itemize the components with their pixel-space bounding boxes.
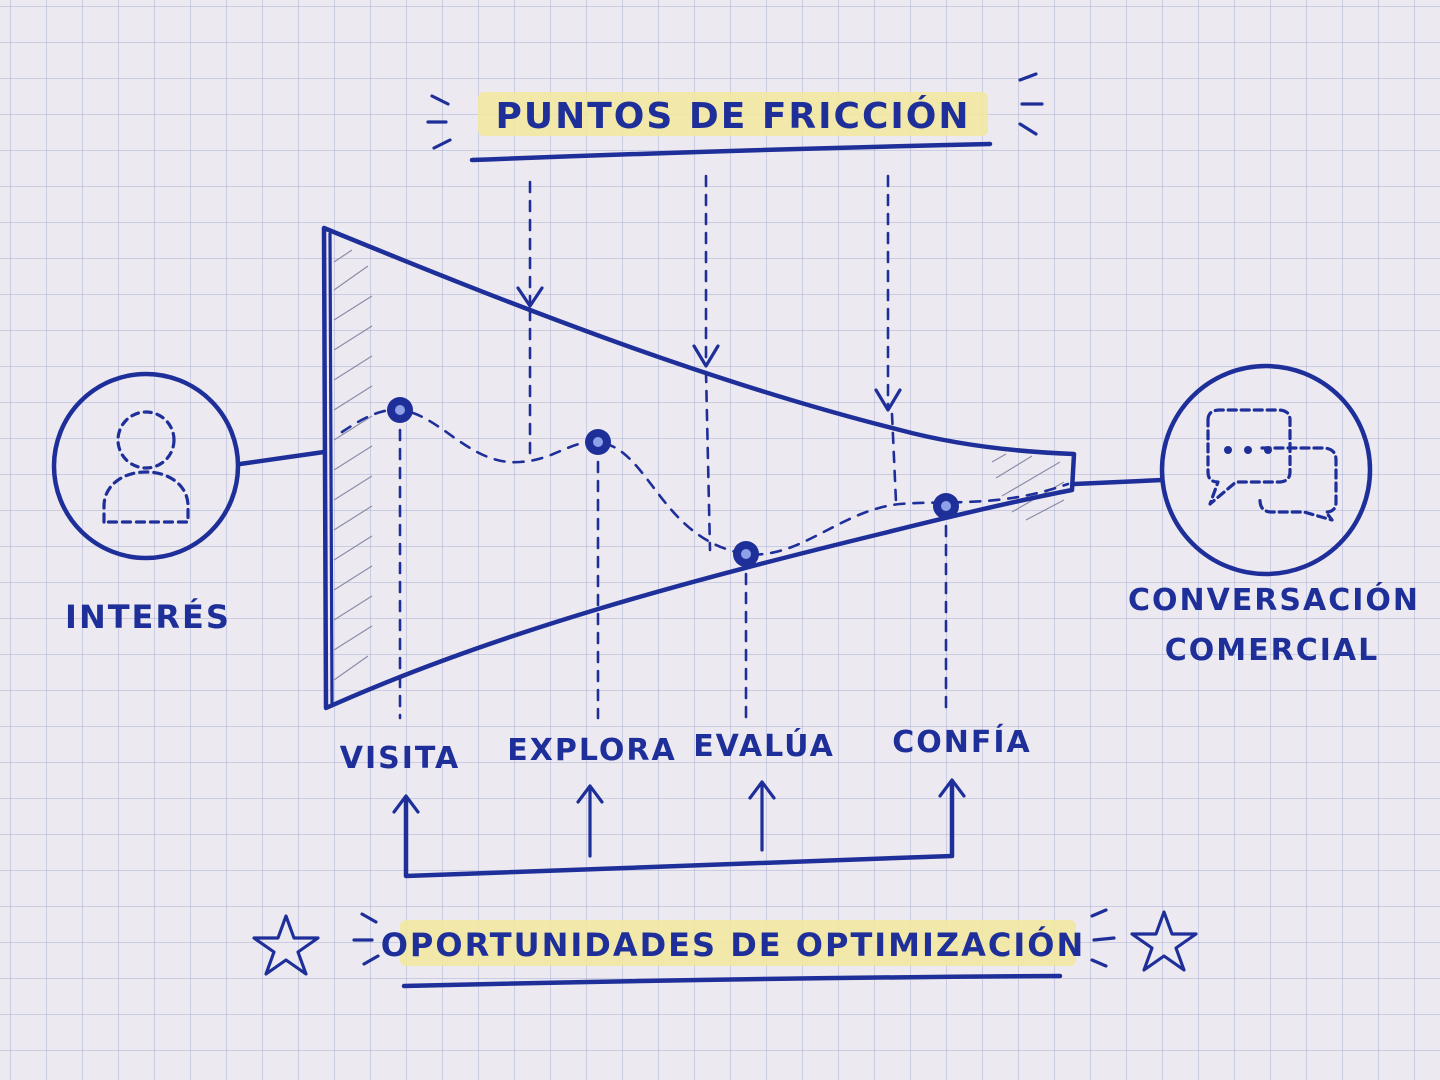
optimization-title: OPORTUNIDADES DE OPTIMIZACIÓN <box>381 925 1086 964</box>
end-connector <box>1071 477 1165 487</box>
optimization-title-highlight <box>400 920 1076 966</box>
start-circle <box>51 371 241 561</box>
person-icon <box>102 410 190 524</box>
optimization-title-group: OPORTUNIDADES DE OPTIMIZACIÓN <box>252 908 1198 989</box>
start-label: INTERÉS <box>65 598 231 636</box>
opt-arrow-4-head-icon <box>938 778 966 798</box>
star-left-icon <box>252 914 320 976</box>
end-node: CONVERSACIÓN COMERCIAL <box>1128 363 1420 668</box>
friction-arrow-3-head-icon <box>874 388 902 412</box>
start-node: INTERÉS <box>51 371 241 636</box>
stage-labels: VISITA EXPLORA EVALÚA CONFÍA <box>340 724 1032 776</box>
friction-title-underline <box>469 141 993 163</box>
funnel-outline <box>321 225 1077 711</box>
chat-bubbles-icon <box>1206 408 1338 522</box>
friction-title-highlight <box>478 92 988 136</box>
end-label-line2: COMERCIAL <box>1165 633 1379 668</box>
stage-label-evalua: EVALÚA <box>693 727 835 764</box>
stage-label-explora: EXPLORA <box>507 733 676 768</box>
opt-arrow-3-head-icon <box>748 780 776 800</box>
end-label-line1: CONVERSACIÓN <box>1128 581 1420 618</box>
emphasis-left-icon <box>426 94 452 150</box>
optimization-title-underline <box>401 973 1063 989</box>
emphasis-bottom-left-icon <box>352 912 380 966</box>
funnel-shape <box>321 225 1077 711</box>
friction-arrow-2-head-icon <box>692 344 720 368</box>
start-connector <box>237 449 327 467</box>
journey-path <box>340 408 1070 556</box>
friction-arrows <box>516 174 902 552</box>
friction-drop-3 <box>890 412 898 504</box>
optimization-arrows <box>392 778 966 879</box>
opt-arrow-1-head-icon <box>392 794 420 814</box>
stage-drop-lines <box>398 428 948 720</box>
friction-title-group: PUNTOS DE FRICCIÓN <box>426 72 1044 163</box>
emphasis-bottom-right-icon <box>1090 908 1116 968</box>
friction-title: PUNTOS DE FRICCIÓN <box>495 95 970 137</box>
friction-drop-2 <box>704 370 712 552</box>
end-circle <box>1159 363 1373 577</box>
funnel-left-hatching <box>333 249 373 681</box>
funnel-left-edge <box>328 232 334 706</box>
stage-label-confia: CONFÍA <box>892 724 1032 760</box>
emphasis-right-icon <box>1018 72 1044 136</box>
opt-arrow-2-head-icon <box>576 784 604 804</box>
funnel-right-hatching <box>991 453 1065 521</box>
friction-arrow-1-head-icon <box>516 286 544 308</box>
stage-dots <box>387 397 959 567</box>
star-right-icon <box>1130 910 1198 972</box>
stage-label-visita: VISITA <box>340 741 461 776</box>
optimization-bracket <box>403 779 955 879</box>
